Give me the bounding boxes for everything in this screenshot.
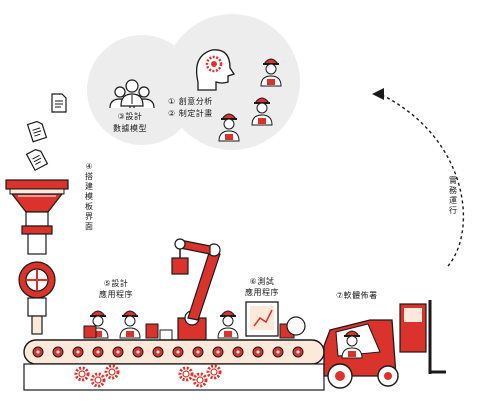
document-icon: [26, 119, 48, 143]
worker-icon: [217, 310, 239, 339]
step4-label: ④搭建模板界面: [85, 162, 93, 231]
step6-label-1: ⑥測試: [249, 277, 275, 286]
brain-icon: [195, 49, 236, 91]
step5-label-2: 應用程序: [99, 290, 133, 299]
worker-icon: [119, 310, 141, 339]
step3-label-1: ③設計: [117, 112, 143, 121]
document-icon: [25, 147, 49, 171]
box: [159, 329, 173, 341]
operation-label: 實務運行: [449, 176, 457, 215]
conveyor-icon: [23, 339, 325, 391]
step5-label-1: ⑤設計: [103, 279, 129, 288]
step2-label: ② 制定計畫: [168, 109, 213, 118]
screen-icon: [245, 301, 306, 337]
hopper-icon: [5, 179, 69, 335]
step3-label-2: 數據模型: [113, 124, 147, 133]
step1-label: ① 創意分析: [168, 97, 213, 106]
forklift-icon: [323, 300, 446, 389]
robot-arm-icon: [171, 238, 221, 341]
arrowhead-icon: [372, 88, 384, 100]
box: [83, 325, 97, 339]
step7-label: ⑦軟體佈署: [336, 291, 378, 300]
box: [145, 323, 159, 339]
document-icon: [51, 93, 67, 113]
return-arrow: [383, 95, 465, 267]
step6-label-2: 應用程序: [245, 288, 279, 297]
team-icon: [109, 79, 155, 109]
